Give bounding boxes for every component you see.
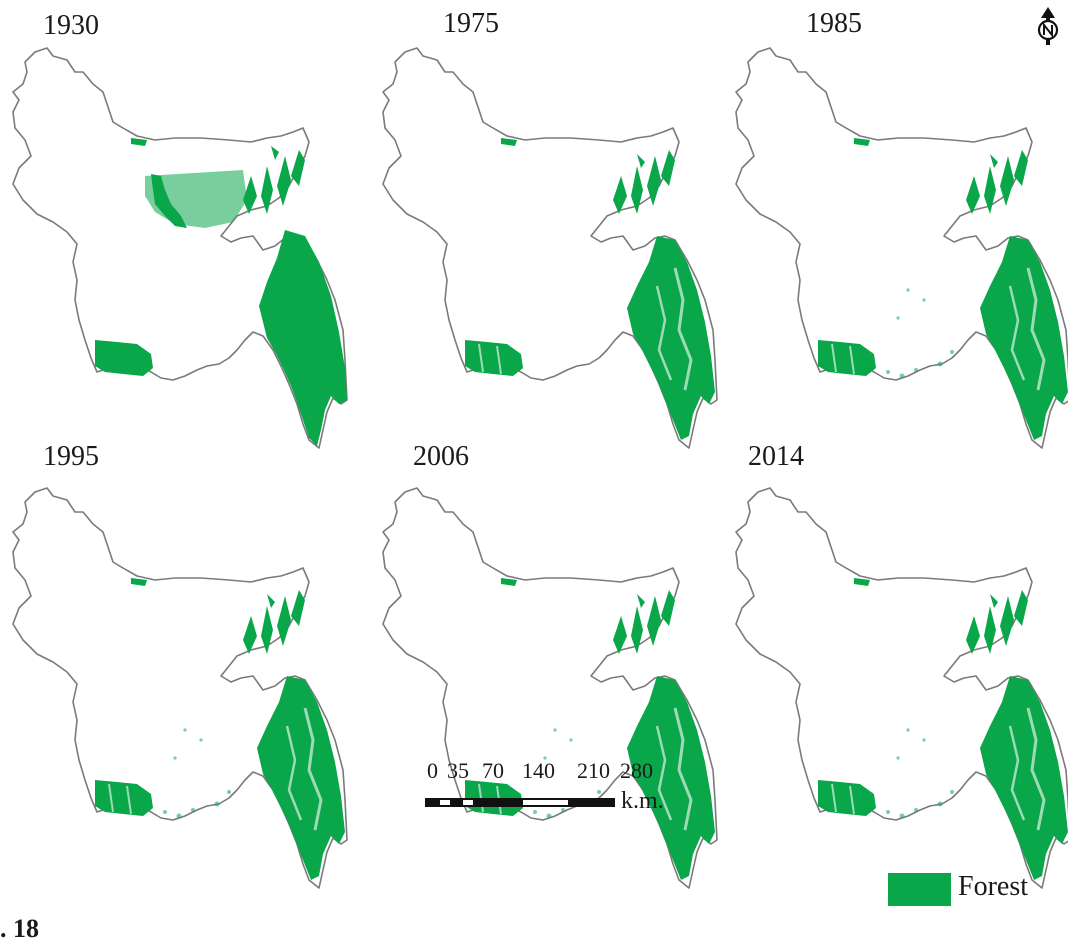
map-panel-1995: 1995 (5, 440, 348, 895)
map-year-label: 2014 (748, 441, 804, 472)
page-number: . 18 (0, 914, 39, 943)
north-arrow-icon (1037, 7, 1059, 45)
bangladesh-forest-map (735, 47, 1068, 449)
bangladesh-forest-map (12, 47, 348, 449)
map-year-label: 1995 (43, 441, 99, 472)
legend: Forest (888, 870, 1068, 910)
scale-tick-label: 280 (620, 758, 653, 783)
map-panel-1985: 1985 (728, 0, 1068, 455)
scale-bar: 0 35 70 140 210 280 k.m. (425, 760, 665, 820)
bangladesh-forest-map (735, 487, 1068, 889)
scale-tick-label: 140 (522, 758, 555, 783)
map-panel-1975: 1975 (375, 0, 718, 455)
map-year-label: 1975 (443, 8, 499, 39)
bangladesh-forest-map (382, 47, 718, 449)
map-year-label: 1930 (43, 10, 99, 41)
map-year-label: 2006 (413, 441, 469, 472)
legend-label: Forest (958, 871, 1028, 902)
map-panel-1930: 1930 (5, 0, 348, 455)
bangladesh-forest-map (12, 487, 348, 889)
scale-bar-graphic (425, 798, 615, 807)
scale-tick-label: 70 (482, 758, 504, 783)
scale-tick-label: 0 (427, 758, 438, 783)
scale-unit-label: k.m. (621, 788, 664, 814)
legend-swatch (888, 873, 951, 906)
map-year-label: 1985 (806, 8, 862, 39)
bangladesh-forest-map (382, 487, 718, 889)
map-panel-2006: 2006 (375, 440, 718, 895)
scale-tick-label: 210 (577, 758, 610, 783)
scale-tick-label: 35 (447, 758, 469, 783)
map-panel-2014: 2014 (728, 440, 1068, 895)
